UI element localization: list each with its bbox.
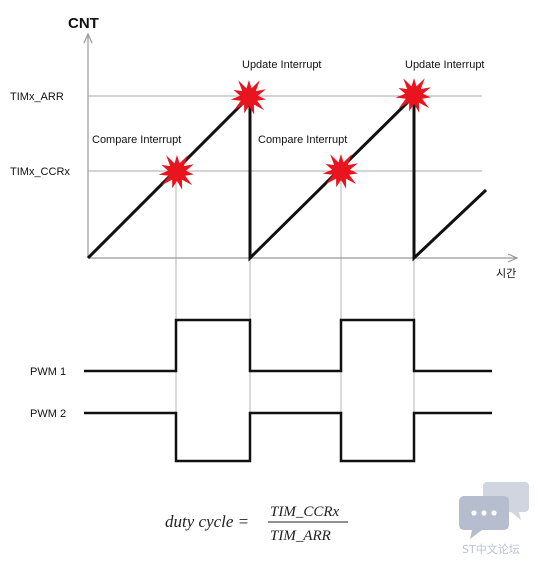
cnt-axis-arrow xyxy=(83,32,93,44)
counter-sawtooth xyxy=(86,92,488,262)
compare-interrupt-label: Compare Interrupt xyxy=(258,134,347,146)
time-axis-arrow xyxy=(507,253,519,263)
duty-cycle-formula: duty cycle = TIM_CCRx TIM_ARR xyxy=(165,504,348,544)
cnt-axis-label: CNT xyxy=(68,15,99,32)
forum-watermark: ST中文论坛 xyxy=(459,482,529,556)
compare-interrupt-label: Compare Interrupt xyxy=(92,134,181,146)
vertical-guides xyxy=(175,96,415,462)
pwm1-waveform xyxy=(84,318,492,373)
update-interrupt-burst xyxy=(230,80,266,115)
chat-bubble-icon xyxy=(459,482,529,539)
pwm2-label: PWM 2 xyxy=(30,408,66,420)
ccr-level-label: TIMx_CCRx xyxy=(10,166,70,178)
time-axis-label: 시간 xyxy=(496,267,516,280)
update-interrupt-burst xyxy=(395,78,431,113)
axes xyxy=(83,32,519,263)
formula-numerator: TIM_CCRx xyxy=(270,504,340,520)
compare-interrupt-burst xyxy=(158,155,194,190)
watermark-text: ST中文论坛 xyxy=(462,542,520,556)
formula-denominator: TIM_ARR xyxy=(270,528,331,544)
compare-interrupt-burst xyxy=(322,154,358,189)
pwm1-label: PWM 1 xyxy=(30,366,66,378)
pwm2-waveform xyxy=(84,411,492,463)
formula-lhs: duty cycle = xyxy=(165,512,249,531)
update-interrupt-label: Update Interrupt xyxy=(405,59,485,71)
arr-level-label: TIMx_ARR xyxy=(10,91,64,103)
update-interrupt-label: Update Interrupt xyxy=(242,59,322,71)
